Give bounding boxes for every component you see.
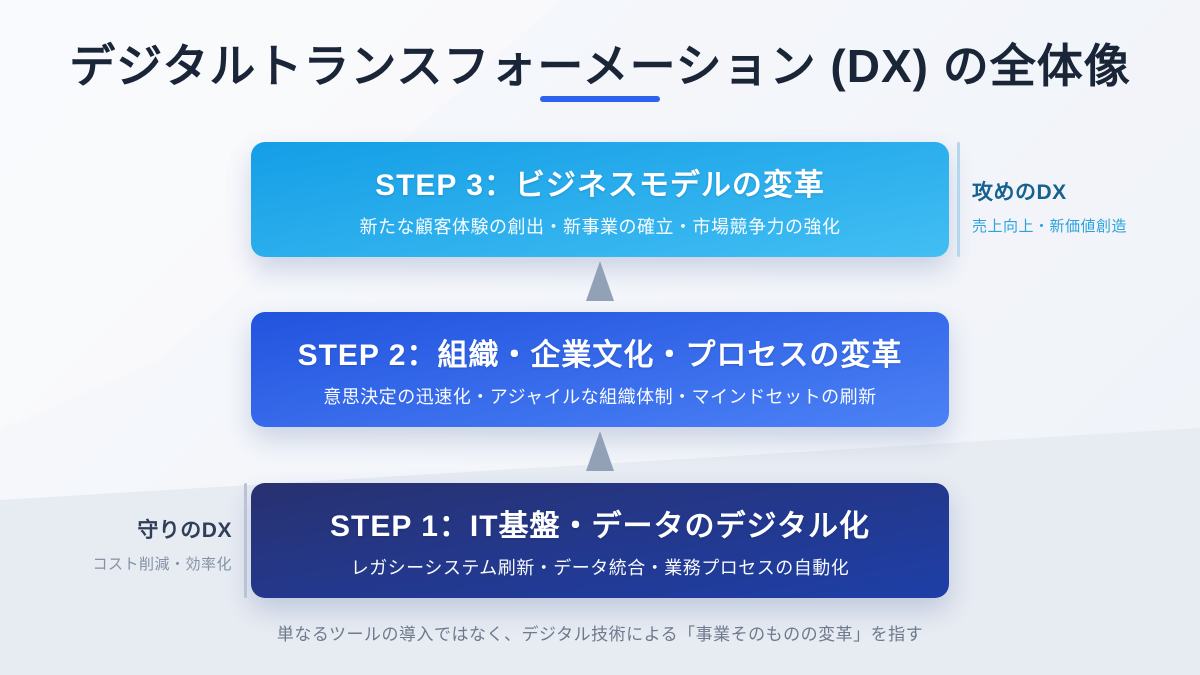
- offense-desc: 売上向上・新価値創造: [972, 218, 1128, 235]
- defense-label: 守りのDX: [137, 519, 232, 542]
- step3-subtitle: 新たな顧客体験の創出・新事業の確立・市場競争力の強化: [359, 217, 841, 237]
- defense-bracket-line: [244, 483, 247, 598]
- step2-subtitle: 意思決定の迅速化・アジャイルな組織体制・マインドセットの刷新: [323, 387, 877, 407]
- offense-bracket-line: [957, 142, 960, 257]
- defense-desc: コスト削減・効率化: [92, 556, 232, 573]
- step1-bar: STEP 1：IT基盤・データのデジタル化 レガシーシステム刷新・データ統合・業…: [251, 483, 949, 598]
- step3-heading: STEP 3：ビジネスモデルの変革: [375, 169, 825, 202]
- footer-caption: 単なるツールの導入ではなく、デジタル技術による「事業そのものの変革」を指す: [276, 625, 924, 644]
- step3-bar: STEP 3：ビジネスモデルの変革 新たな顧客体験の創出・新事業の確立・市場競争…: [251, 142, 949, 257]
- annotation-defense: 守りのDX コスト削減・効率化: [12, 514, 232, 574]
- title-underline: [540, 96, 660, 102]
- up-arrow-icon: [586, 261, 614, 301]
- offense-label: 攻めのDX: [972, 181, 1067, 204]
- page-title: デジタルトランスフォーメーション (DX) の全体像: [69, 40, 1131, 92]
- step1-heading: STEP 1：IT基盤・データのデジタル化: [330, 510, 870, 543]
- up-arrow-icon: [586, 431, 614, 471]
- step2-bar: STEP 2：組織・企業文化・プロセスの変革 意思決定の迅速化・アジャイルな組織…: [251, 312, 949, 427]
- step2-heading: STEP 2：組織・企業文化・プロセスの変革: [297, 339, 903, 372]
- step1-subtitle: レガシーシステム刷新・データ統合・業務プロセスの自動化: [350, 558, 850, 578]
- annotation-offense: 攻めのDX 売上向上・新価値創造: [972, 176, 1127, 236]
